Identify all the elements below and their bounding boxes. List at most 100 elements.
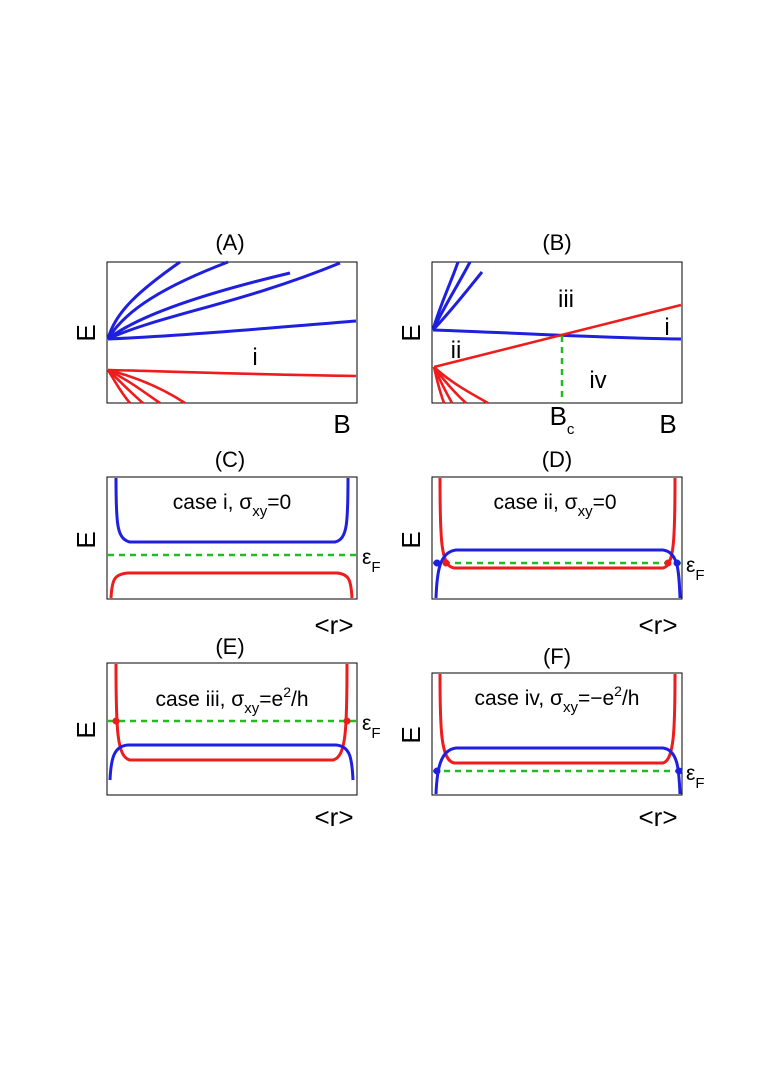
panel-c-xlabel: <r> — [314, 610, 353, 640]
panel-d-crossing-dot — [673, 559, 681, 567]
panel-c-frame — [106, 476, 358, 600]
panel-f-case-value-a: =−e — [578, 687, 614, 710]
panel-b-red-level — [433, 303, 682, 369]
panel-b-red-level — [432, 366, 446, 404]
panel-d-xlabel: <r> — [638, 610, 677, 640]
panel-b-region-i: i — [664, 314, 669, 341]
panel-e-ylabel: E — [71, 721, 101, 738]
panel-f-case-value-b: /h — [622, 687, 640, 710]
panel-c-fermi-main: ε — [362, 546, 371, 569]
panel-c-case-text: case i, σ — [173, 491, 253, 514]
panel-e-blue-edge-band — [108, 743, 355, 781]
panel-b-xtick-sub: c — [567, 421, 575, 438]
panel-a-red-level — [106, 369, 131, 404]
panel-e-case-value-a: =e — [259, 688, 283, 711]
panel-a-blue-level — [106, 260, 229, 340]
panel-e-case-value-b: /h — [291, 688, 309, 711]
panel-d-crossing-dot — [664, 559, 672, 567]
panel-b-xlabel: B — [659, 409, 676, 439]
panel-b-blue-level — [431, 271, 484, 332]
panel-d: (D) case ii, σxy=0 εF E <r> — [396, 447, 705, 640]
panel-d-case-sub: xy — [578, 503, 594, 520]
panel-b-title: (B) — [542, 230, 571, 255]
panel-b-frame — [431, 261, 683, 404]
panel-f-fermi-label: εF — [686, 762, 705, 792]
panel-f-case-sub: xy — [563, 699, 579, 716]
panel-b-xtick: Bc — [550, 401, 575, 438]
panel-d-blue-edge-band — [434, 548, 682, 599]
panel-c-case-sub: xy — [252, 503, 268, 520]
panel-e-title: (E) — [215, 634, 244, 659]
panel-a-region-i: i — [252, 344, 257, 371]
panel-c-case-value: =0 — [267, 491, 291, 514]
panel-d-crossing-dot — [433, 559, 441, 567]
panel-f-xlabel: <r> — [638, 802, 677, 832]
panel-e-fermi-main: ε — [362, 712, 371, 735]
panel-d-crossing-dot — [442, 559, 450, 567]
panel-c-fermi-sub: F — [371, 559, 380, 576]
panel-f-case-sup: 2 — [614, 683, 622, 699]
panel-d-case-value: =0 — [593, 491, 617, 514]
panel-f-case-label: case iv, σxy=−e2/h — [475, 683, 640, 716]
panel-b-blue-level — [432, 328, 682, 341]
panel-d-fermi-sub: F — [695, 567, 704, 584]
panel-b-region-ii: ii — [451, 337, 462, 364]
panel-d-title: (D) — [542, 447, 573, 472]
panel-e-fermi-sub: F — [371, 725, 380, 742]
panel-e-crossing-dot — [343, 717, 351, 725]
panel-d-ylabel: E — [396, 531, 426, 548]
panel-b-blue-levels — [431, 261, 682, 341]
panel-f-red-edge-band — [438, 673, 677, 765]
panel-a-red-levels — [106, 368, 357, 405]
panel-f-fermi-main: ε — [686, 762, 695, 785]
panel-e-case-sub: xy — [244, 700, 260, 717]
panel-a-blue-levels — [106, 260, 357, 341]
panel-e-case-sup: 2 — [283, 684, 291, 700]
panel-e-frame — [106, 662, 358, 796]
panel-c-title: (C) — [215, 447, 246, 472]
panel-f-case-text: case iv, σ — [475, 687, 563, 710]
panel-a: (A) i E B — [71, 230, 358, 439]
panel-c-blue-edge-band — [114, 477, 350, 544]
panel-d-frame — [431, 476, 683, 600]
panel-e-crossing-dot — [112, 717, 120, 725]
panel-a-blue-level — [107, 319, 357, 341]
panel-d-case-text: case ii, σ — [493, 491, 577, 514]
panel-e-xlabel: <r> — [314, 802, 353, 832]
panel-e-case-text: case iii, σ — [155, 688, 244, 711]
panel-c-red-edge-band — [109, 571, 354, 599]
panel-f-fermi-sub: F — [695, 775, 704, 792]
panel-f: (F) case iv, σxy=−e2/h εF E <r> — [396, 644, 705, 832]
panel-a-xlabel: B — [333, 409, 350, 439]
panel-f-frame — [431, 672, 683, 796]
panel-f-crossing-dot — [433, 767, 441, 775]
panel-a-blue-level — [107, 271, 291, 341]
panel-f-crossing-dot — [675, 767, 683, 775]
panel-d-fermi-label: εF — [686, 554, 705, 584]
panel-f-ylabel: E — [396, 726, 426, 743]
panel-a-title: (A) — [215, 230, 244, 255]
panel-d-fermi-main: ε — [686, 554, 695, 577]
panel-d-case-label: case ii, σxy=0 — [493, 491, 616, 520]
panel-b-xtick-main: B — [550, 401, 567, 431]
panel-d-red-edge-band — [438, 477, 677, 570]
panel-b-red-levels — [432, 303, 682, 405]
panel-a-blue-level — [106, 260, 181, 340]
panel-e: (E) case iii, σxy=e2/h εF E <r> — [71, 634, 381, 832]
panel-a-blue-level — [107, 261, 341, 341]
panel-f-title: (F) — [543, 644, 571, 669]
panel-b-ylabel: E — [396, 324, 426, 341]
panel-a-red-level — [107, 368, 161, 405]
panel-b: (B) iii ii i iv E Bc B — [396, 230, 683, 439]
panel-e-case-label: case iii, σxy=e2/h — [155, 684, 308, 717]
panel-c: (C) case i, σxy=0 εF E <r> — [71, 447, 381, 640]
panel-c-fermi-label: εF — [362, 546, 381, 576]
panel-b-region-iii: iii — [558, 286, 574, 313]
panel-c-ylabel: E — [71, 531, 101, 548]
panel-a-frame — [106, 261, 358, 404]
panel-a-red-level — [107, 368, 357, 378]
panel-a-red-level — [107, 368, 186, 405]
panel-b-blue-level — [431, 261, 472, 331]
panel-e-fermi-label: εF — [362, 712, 381, 742]
